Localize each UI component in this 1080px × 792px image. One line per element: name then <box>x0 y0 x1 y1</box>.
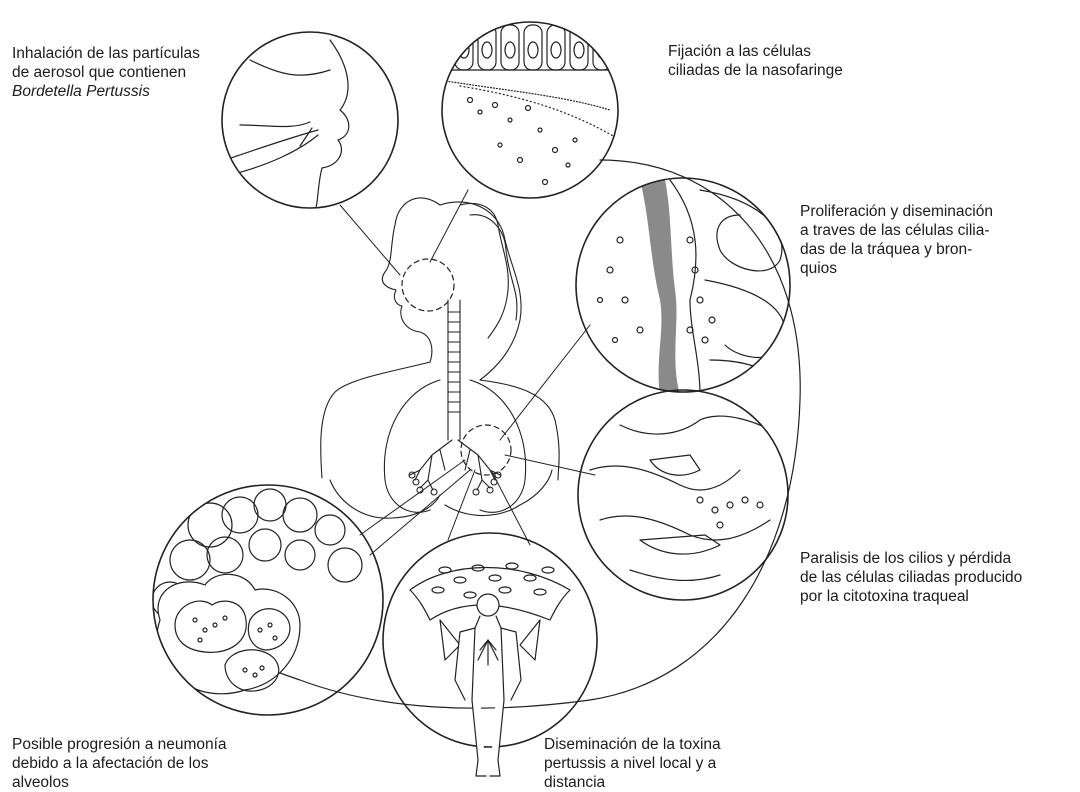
caption-line: das de la tráquea y bron- <box>800 240 993 259</box>
alveoli-inset <box>152 489 362 694</box>
bronchi-focus-marker <box>461 425 511 475</box>
caption-line: distancia <box>544 773 721 792</box>
caption-line: Fijación a las células <box>668 42 843 61</box>
caption-line: Inhalación de las partículas <box>12 44 200 63</box>
human-silhouette <box>321 198 559 518</box>
small-human-figure <box>455 594 521 776</box>
caption-line: pertussis a nivel local y a <box>544 754 721 773</box>
caption-line: Proliferación y diseminación <box>800 202 993 221</box>
caption-line: Diseminación de la toxina <box>544 735 721 754</box>
caption-line: Posible progresión a neumonía <box>12 735 227 754</box>
caption-line: de las células ciliadas producido <box>800 568 1022 587</box>
caption-line: por la citotoxina traqueal <box>800 587 1022 606</box>
caption-line: Paralisis de los cilios y pérdida <box>800 549 1022 568</box>
caption-line: a traves de las células cilia- <box>800 221 993 240</box>
caption-toxin: Diseminación de la toxina pertussis a ni… <box>544 735 721 792</box>
nasopharynx-focus-marker <box>402 259 454 311</box>
caption-line: debido a la afectación de los <box>12 754 227 773</box>
caption-paralysis: Paralisis de los cilios y pérdida de las… <box>800 549 1022 606</box>
caption-line: alveolos <box>12 773 227 792</box>
caption-inhalation: Inhalación de las partículas de aerosol … <box>12 44 200 101</box>
caption-line: quios <box>800 259 993 278</box>
caption-attachment: Fijación a las células ciliadas de la na… <box>668 42 843 80</box>
caption-line-species: Bordetella Pertussis <box>12 82 200 101</box>
proliferation-inset <box>598 180 786 400</box>
caption-line: de aerosol que contienen <box>12 63 200 82</box>
caption-proliferation: Proliferación y diseminación a traves de… <box>800 202 993 278</box>
caption-pneumonia: Posible progresión a neumonía debido a l… <box>12 735 227 792</box>
caption-line: ciliadas de la nasofaringe <box>668 61 843 80</box>
connector-lines <box>340 190 595 555</box>
cilia-paralysis-inset <box>590 416 785 580</box>
inhalation-inset <box>225 40 349 220</box>
